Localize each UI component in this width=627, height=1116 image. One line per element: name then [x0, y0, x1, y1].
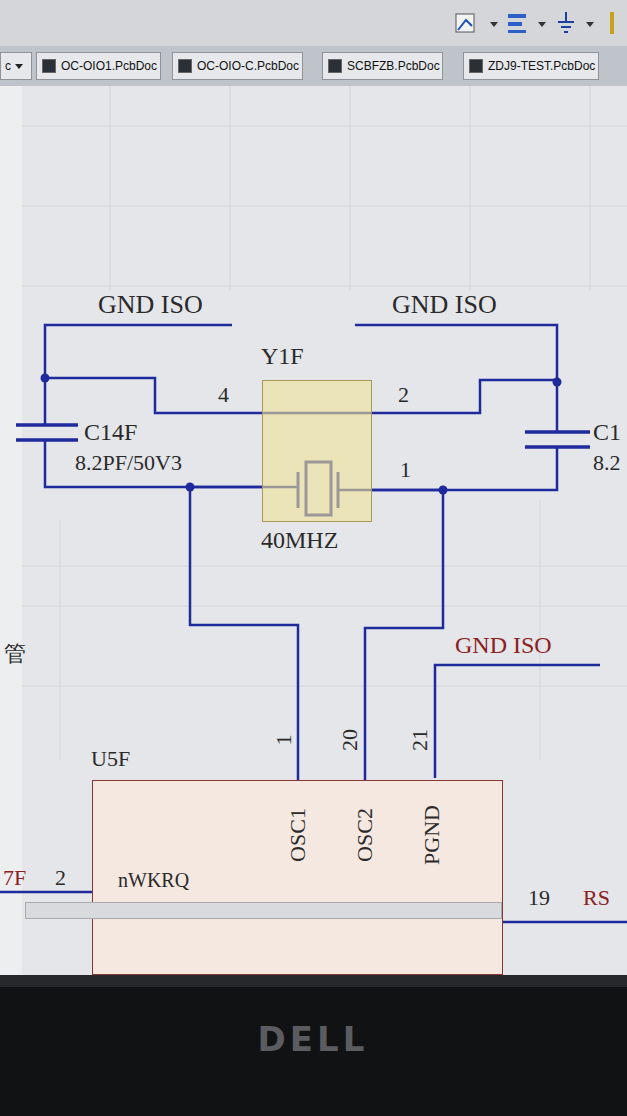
tab-label: SCBFZB.PcbDoc: [347, 59, 440, 73]
file-tab: c: [0, 52, 32, 80]
ref-designator: C1: [593, 419, 621, 445]
toolbar: [0, 0, 627, 46]
monitor-logo: DELL: [258, 1021, 369, 1058]
tab-bar: [0, 46, 627, 86]
wire: [365, 490, 443, 780]
file-tab: ZDJ9-TEST.PcbDoc: [463, 52, 599, 80]
pin-number: 19: [528, 886, 550, 910]
part-value: 40MHZ: [261, 527, 338, 553]
file-tab: OC-OIO1.PcbDoc: [36, 52, 161, 80]
net-label: 7F: [3, 866, 26, 890]
dropdown-arrow: [15, 64, 23, 69]
file-icon: [328, 59, 342, 73]
crystal-body: Y1F40MHZ: [262, 380, 372, 522]
ref-designator: Y1F: [261, 343, 304, 369]
part-value: 8.2PF/50V3: [75, 451, 182, 475]
file-icon: [178, 59, 192, 73]
file-icon: [42, 59, 56, 73]
part-value: 8.2: [593, 451, 621, 475]
tab-label: ZDJ9-TEST.PcbDoc: [488, 59, 595, 73]
tab-label: OC-OIO-C.PcbDoc: [197, 59, 299, 73]
ref-designator: C14F: [84, 419, 137, 445]
pin-name: PGND: [420, 805, 444, 865]
pin-name: nWKRQ: [118, 869, 189, 891]
sheet: [0, 86, 627, 976]
tab-label: c: [1, 59, 11, 73]
net-label: RS: [583, 886, 610, 910]
tab-label: OC-OIO1.PcbDoc: [61, 59, 157, 73]
net-label: GND ISO: [392, 291, 497, 320]
pin-number: 1: [272, 735, 296, 746]
scrollbar: [25, 902, 502, 919]
net-label: GND ISO: [98, 291, 203, 320]
file-icon: [469, 59, 483, 73]
pin-number: 1: [400, 458, 411, 482]
ref-designator: U5F: [91, 747, 130, 771]
sheet-margin: [0, 86, 22, 976]
pin-number: 2: [398, 383, 409, 407]
pin-number: 20: [338, 729, 362, 751]
file-tab: OC-OIO-C.PcbDoc: [172, 52, 303, 80]
note-text: 管: [4, 642, 26, 666]
pin-name: OSC2: [353, 808, 377, 862]
net-label: GND ISO: [455, 632, 552, 658]
pin-number: 2: [55, 866, 66, 890]
grid: [22, 86, 627, 760]
toolbar-icons: [456, 12, 614, 34]
pin-name: OSC1: [286, 808, 310, 862]
file-tab: SCBFZB.PcbDoc: [322, 52, 443, 80]
pin-number: 4: [218, 383, 229, 407]
pin-number: 21: [408, 729, 432, 751]
